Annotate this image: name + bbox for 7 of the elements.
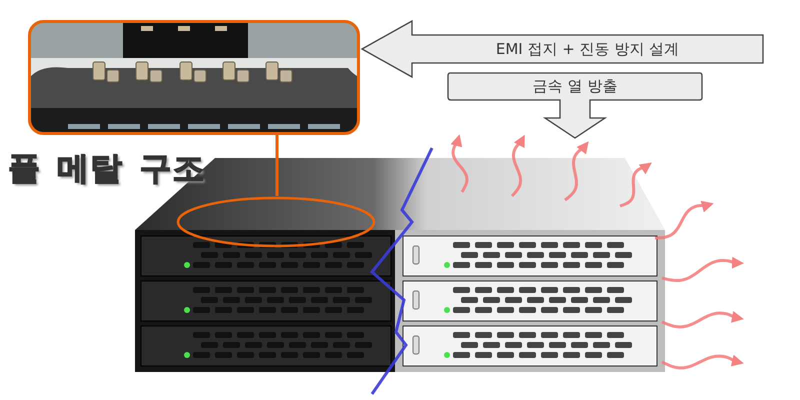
arrow-caption: 금속 열 방출 [532,76,618,97]
down-block-arrow [447,72,703,139]
zoom-callout-photo [28,20,360,135]
edge-label: EMI 접지 + 진동 방지 설계 [494,38,680,60]
block-arrow [360,20,764,78]
heading-text: 풀 메탈 구조 [8,148,206,188]
highlight-ellipse [176,196,376,248]
